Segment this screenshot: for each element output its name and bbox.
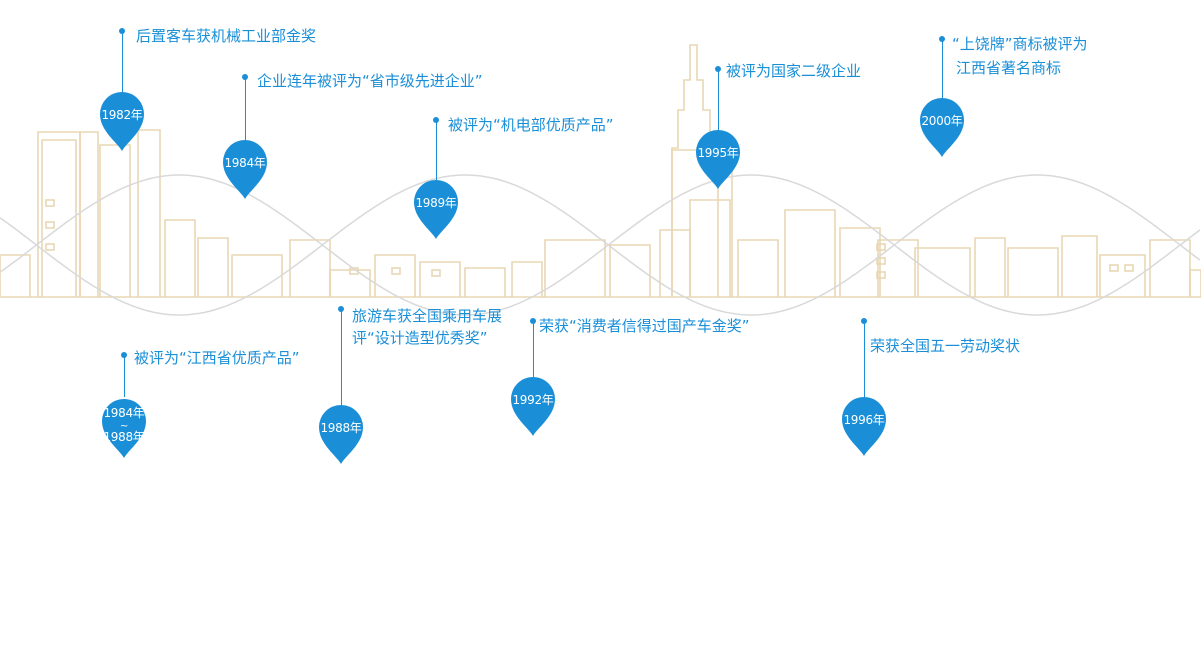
event-dot	[242, 74, 248, 80]
building-outline	[79, 131, 99, 297]
event-stem	[435, 122, 437, 183]
building-window	[1124, 264, 1134, 272]
map-pin-icon[interactable]: 1995年	[692, 128, 744, 190]
event-description: 被评为“江西省优质产品”	[134, 349, 300, 367]
building-outline	[784, 209, 836, 297]
building-outline	[1061, 235, 1098, 297]
event-description-line-2: 江西省著名商标	[956, 59, 1062, 77]
building-window	[431, 269, 441, 277]
event-dot	[338, 306, 344, 312]
event-description: 后置客车获机械工业部金奖	[136, 27, 317, 45]
map-pin-icon[interactable]: 2000年	[916, 96, 968, 158]
building-outline	[839, 227, 881, 297]
event-description: 被评为国家二级企业	[726, 62, 862, 80]
building-outline	[1007, 247, 1059, 297]
event-description-line-1: 旅游车获全国乘用车展	[352, 307, 503, 325]
map-pin-icon[interactable]: 1984年	[219, 138, 271, 200]
building-outline	[1189, 269, 1201, 297]
building-outline	[544, 239, 606, 297]
building-outline	[0, 254, 31, 297]
building-outline	[464, 267, 506, 297]
building-outline	[689, 199, 731, 297]
event-year: 1988年	[320, 421, 362, 435]
building-outline	[41, 139, 77, 297]
event-year-range: 1984年 ~ 1988年	[98, 407, 150, 443]
building-outline	[374, 254, 416, 297]
building-outline	[231, 254, 283, 297]
event-year: 1992年	[512, 393, 554, 407]
map-pin-icon[interactable]: 1984年 ~ 1988年	[98, 397, 150, 459]
building-outline	[737, 239, 779, 297]
event-description: 被评为“机电部优质产品”	[448, 116, 614, 134]
building-window	[876, 243, 886, 251]
building-outline	[164, 219, 196, 297]
building-outline	[137, 129, 161, 297]
map-pin-icon[interactable]: 1982年	[96, 90, 148, 152]
building-outline	[659, 229, 691, 297]
city-skyline-illustration	[0, 44, 1201, 298]
event-description: 企业连年被评为“省市级先进企业”	[257, 72, 483, 90]
tower-outline	[671, 44, 719, 297]
map-pin-icon[interactable]: 1992年	[507, 375, 559, 437]
event-year-separator: ~	[119, 421, 129, 432]
wave-line	[0, 174, 1201, 316]
building-window	[1109, 264, 1119, 272]
event-description: 荣获全国五一劳动奖状	[870, 337, 1021, 355]
event-stem	[717, 71, 719, 133]
event-stem	[340, 311, 342, 405]
event-dot	[530, 318, 536, 324]
building-outline	[1099, 254, 1146, 297]
event-year-end: 1988年	[103, 430, 145, 444]
event-description-line-1: “上饶牌”商标被评为	[952, 35, 1088, 53]
event-dot	[121, 352, 127, 358]
building-outline	[197, 237, 229, 297]
event-dot	[715, 66, 721, 72]
event-stem	[863, 323, 865, 398]
building-outline	[419, 261, 461, 297]
map-pin-icon[interactable]: 1996年	[838, 395, 890, 457]
event-stem	[532, 323, 534, 378]
building-window	[876, 271, 886, 279]
wave-line	[0, 174, 1201, 316]
event-dot	[433, 117, 439, 123]
building-window	[391, 267, 401, 275]
map-pin-icon[interactable]: 1989年	[410, 178, 462, 240]
building-outline	[609, 244, 651, 297]
building-window	[45, 221, 55, 229]
event-description: 荣获“消费者信得过国产车金奖”	[539, 317, 750, 335]
event-year: 1996年	[843, 413, 885, 427]
event-stem	[244, 79, 246, 143]
building-outline	[289, 239, 331, 297]
event-dot	[861, 318, 867, 324]
event-year-start: 1984年	[103, 406, 145, 420]
building-window	[45, 243, 55, 251]
sine-wave-lines	[0, 174, 1201, 316]
building-outline	[914, 247, 971, 297]
event-dot	[119, 28, 125, 34]
event-stem	[123, 357, 125, 397]
event-year: 1982年	[101, 108, 143, 122]
event-year: 1989年	[415, 196, 457, 210]
building-outline	[511, 261, 543, 297]
building-outline	[99, 144, 131, 297]
event-stem	[121, 33, 123, 95]
event-stem	[941, 41, 943, 101]
event-year: 2000年	[921, 114, 963, 128]
event-dot	[939, 36, 945, 42]
map-pin-icon[interactable]: 1988年	[315, 403, 367, 465]
event-year: 1995年	[697, 146, 739, 160]
building-outline	[877, 239, 919, 297]
event-description-line-2: 评“设计造型优秀奖”	[352, 329, 488, 347]
event-year: 1984年	[224, 156, 266, 170]
building-outline	[974, 237, 1006, 297]
building-window	[45, 199, 55, 207]
building-window	[876, 257, 886, 265]
